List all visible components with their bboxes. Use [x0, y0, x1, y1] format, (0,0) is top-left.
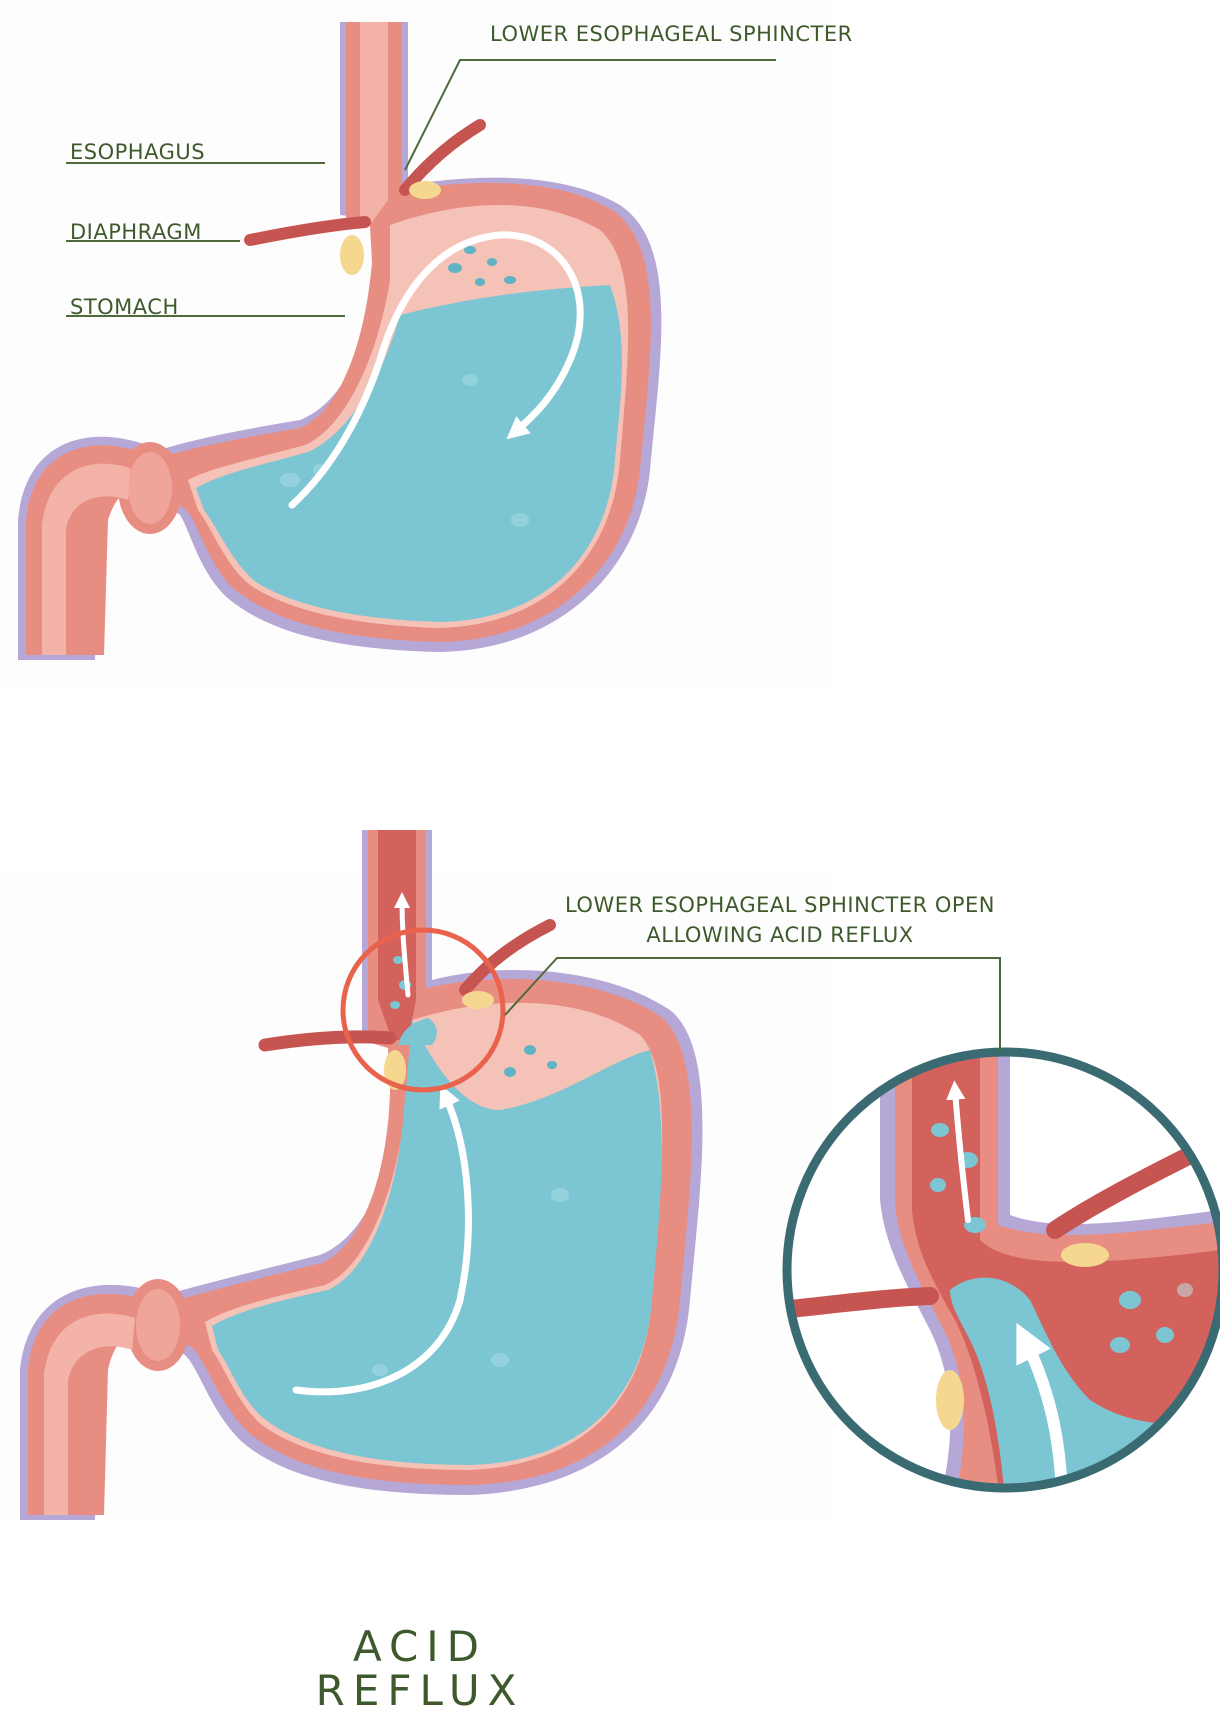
- les-open-label-line1: LOWER ESOPHAGEAL SPHINCTER OPEN: [540, 890, 1020, 920]
- les-open-label: LOWER ESOPHAGEAL SPHINCTER OPEN ALLOWING…: [540, 890, 1020, 950]
- fat-deposit: [340, 235, 364, 275]
- title-line2: REFLUX: [300, 1669, 540, 1713]
- esophagus-label: ESOPHAGUS: [70, 140, 205, 164]
- fat-deposit: [409, 181, 441, 199]
- diaphragm-label: DIAPHRAGM: [70, 220, 202, 244]
- diagram-title: ACID REFLUX: [300, 1625, 540, 1713]
- stomach-label: STOMACH: [70, 295, 179, 319]
- title-line1: ACID: [300, 1625, 540, 1669]
- normal-stomach-drawing: [18, 22, 661, 660]
- reflux-diaphragm-muscle-left: [265, 1037, 390, 1045]
- les-label: LOWER ESOPHAGEAL SPHINCTER: [490, 22, 853, 46]
- zoomed-sphincter-view: [780, 1050, 1220, 1500]
- reflux-fat-deposit: [462, 991, 494, 1009]
- les-open-label-line2: ALLOWING ACID REFLUX: [540, 920, 1020, 950]
- esophagus-lumen: [360, 22, 388, 222]
